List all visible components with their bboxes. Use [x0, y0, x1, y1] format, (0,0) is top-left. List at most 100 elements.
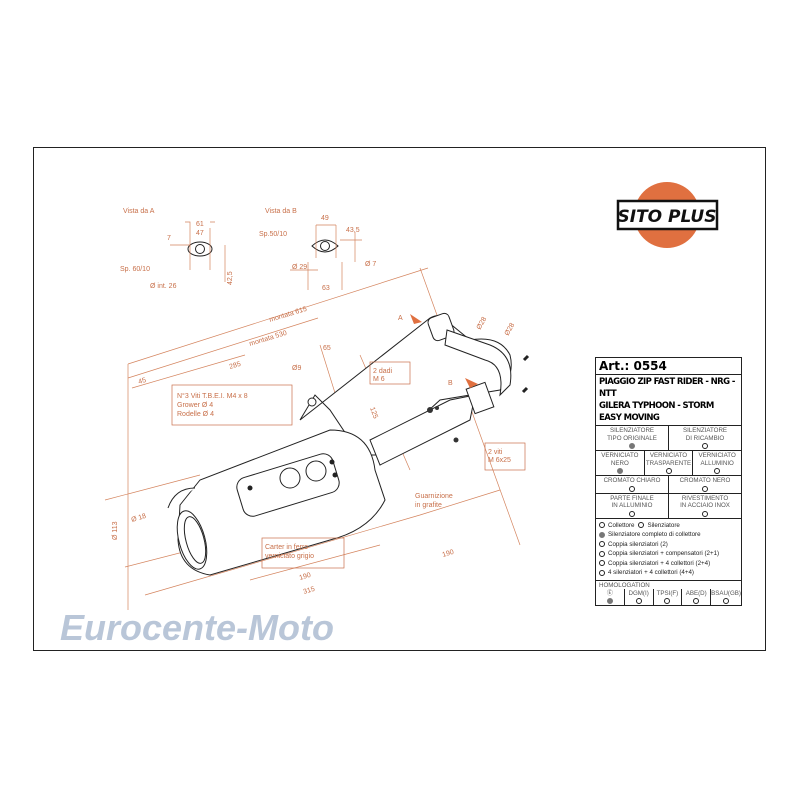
spec-table: Art.: 0554 PIAGGIO ZIP FAST RIDER - NRG …: [595, 357, 742, 606]
notes: N°3 Viti T.B.E.I. M4 x 8 Grower Ø 4 Rode…: [171, 361, 526, 569]
list-item: Coppia silenziatori + compensatori (2+1): [599, 549, 738, 559]
selected-dot-icon: [629, 443, 635, 449]
note-screws-line2: Grower Ø 4: [177, 402, 213, 409]
empty-circle-icon: [638, 522, 645, 529]
dim-d9: Ø9: [292, 365, 301, 372]
empty-circle-icon: [599, 569, 605, 576]
selected-dot-icon: [616, 468, 623, 474]
dim-d28-b: Ø28: [504, 322, 517, 337]
option-cromato-chiaro: CROMATO CHIARO: [596, 476, 669, 493]
view-marker-a: A: [398, 315, 403, 322]
dim-61: 61: [196, 221, 204, 228]
dim-190-a: 190: [299, 572, 312, 582]
empty-circle-icon: [635, 598, 642, 604]
list-item: Silenziatore completo di collettore: [599, 530, 738, 540]
dim-65: 65: [323, 345, 331, 352]
note-nuts-line1: 2 dadi: [373, 368, 393, 375]
selected-dot-icon: [606, 598, 613, 604]
note-bolts-line2: M 6x25: [488, 457, 511, 464]
view-b: Vista da B 49 43,5 Sp.50/10 Ø 29 Ø 7 63: [259, 208, 376, 292]
homologation-abe: ABE(D): [682, 588, 712, 605]
selected-dot-icon: [599, 531, 605, 538]
watermark: Eurocente-Moto: [60, 607, 334, 648]
empty-circle-icon: [693, 598, 700, 604]
dim-montata-530: montata 530: [249, 330, 288, 348]
dim-285: 285: [229, 361, 242, 371]
dim-7: 7: [167, 235, 171, 242]
model-line: PIAGGIO ZIP FAST RIDER - NRG - NTT: [599, 377, 735, 399]
empty-circle-icon: [664, 598, 671, 604]
dim-montata-615: montata 615: [269, 306, 308, 324]
homologation-title: HOMOLOGATION: [599, 581, 650, 589]
dim-190-b: 190: [442, 549, 455, 559]
note-bolts-line1: 2 viti: [488, 449, 503, 456]
homologation-dgm: DGM(I): [625, 588, 654, 605]
model-list: PIAGGIO ZIP FAST RIDER - NRG - NTT GILER…: [596, 375, 741, 426]
article-number: Art.: 0554: [596, 358, 741, 375]
model-line: GILERA TYPHOON - STORM: [599, 401, 714, 411]
dim-43-5: 43,5: [346, 227, 360, 234]
note-gasket-line1: Guarnizione: [415, 493, 453, 500]
sito-plus-logo: SITO PLUS: [616, 182, 719, 248]
empty-circle-icon: [599, 550, 605, 557]
dim-42-5: 42,5: [227, 271, 234, 285]
empty-circle-icon: [629, 510, 635, 517]
option-cromato-nero: CROMATO NERO: [669, 476, 741, 493]
view-b-title: Vista da B: [265, 208, 297, 215]
empty-circle-icon: [714, 468, 721, 474]
chrome-row: CROMATO CHIARO CROMATO NERO: [596, 476, 741, 494]
note-carter-line2: verniciato grigio: [265, 553, 314, 560]
empty-circle-icon: [599, 560, 605, 567]
empty-circle-icon: [702, 485, 708, 492]
dim-315: 315: [303, 586, 316, 596]
dim-7-b: Ø 7: [365, 261, 376, 268]
note-gasket-line2: in grafite: [415, 502, 442, 509]
model-line: EASY MOVING: [599, 413, 660, 423]
dim-29: Ø 29: [292, 264, 307, 271]
dim-63: 63: [322, 285, 330, 292]
empty-circle-icon: [702, 443, 708, 449]
empty-circle-icon: [723, 598, 730, 604]
empty-circle-icon: [629, 485, 635, 492]
list-item: Coppia silenziatori + 4 collettori (2+4): [599, 559, 738, 569]
dim-d28-a: Ø28: [476, 316, 489, 331]
dim-d113: Ø 113: [112, 521, 119, 540]
view-a-title: Vista da A: [123, 208, 155, 215]
list-item: 4 silenziatori + 4 collettori (4+4): [599, 568, 738, 578]
drawing-sheet-frame: [33, 147, 766, 651]
note-nuts-line2: M 6: [373, 376, 385, 383]
empty-circle-icon: [599, 522, 605, 529]
view-marker-b: B: [448, 380, 453, 387]
list-item: Coppia silenziatori (2): [599, 540, 738, 550]
dim-49: 49: [321, 215, 329, 222]
note-screws-line3: Rodelle Ø 4: [177, 411, 214, 418]
view-a: Vista da A 61 47 7 Sp. 60/10 Ø int. 26 4…: [120, 208, 234, 290]
homologation-tpsi: TPSI(F): [654, 588, 683, 605]
note-screws-line1: N°3 Viti T.B.E.I. M4 x 8: [177, 392, 248, 400]
dim-thickness-b: Sp.50/10: [259, 231, 287, 238]
homologation-row: Ⓔ DGM(I) TPSI(F) ABE(D) BSAU(GB): [596, 588, 741, 606]
homologation-e: Ⓔ: [596, 588, 625, 605]
logo-text: SITO PLUS: [618, 207, 717, 227]
dim-thickness-a: Sp. 60/10: [120, 266, 150, 273]
homologation-bsau: BSAU(GB): [711, 589, 741, 606]
exhaust-drawing: [167, 312, 530, 576]
dim-inner-diameter: Ø int. 26: [150, 283, 177, 290]
dim-45: 45: [138, 377, 148, 386]
dim-47: 47: [196, 230, 204, 237]
empty-circle-icon: [599, 541, 605, 548]
dim-d18: Ø 18: [131, 513, 148, 524]
note-carter-line1: Carter in ferro: [265, 544, 308, 551]
